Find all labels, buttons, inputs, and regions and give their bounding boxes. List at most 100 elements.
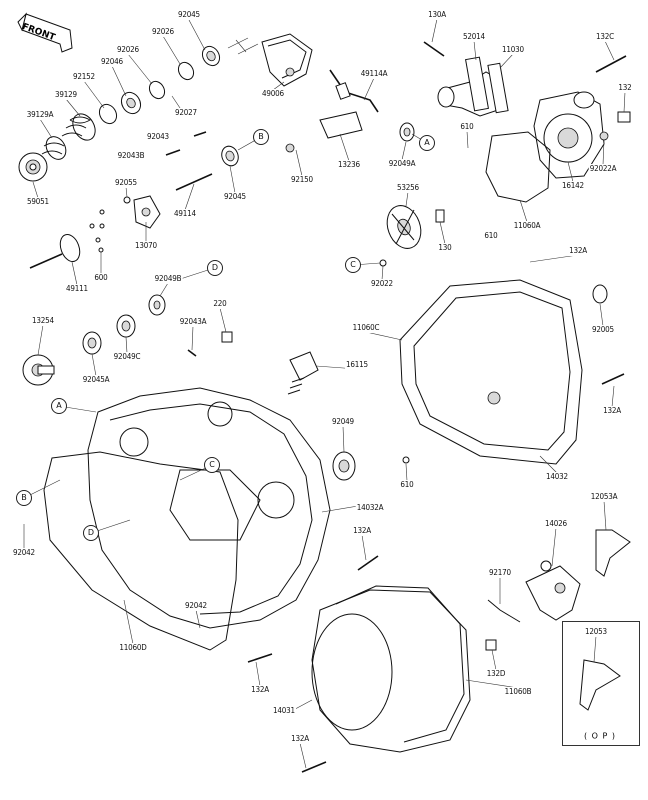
part-label-p600[interactable]: 600 xyxy=(93,273,109,283)
bolt-132A-c xyxy=(357,555,379,571)
pump-elbow-52014 xyxy=(423,41,509,117)
part-label-p49114A[interactable]: 49114A xyxy=(359,69,389,79)
part-label-p132[interactable]: 132 xyxy=(617,83,633,93)
gasket-11060A xyxy=(485,131,551,203)
part-label-p130A[interactable]: 130A xyxy=(427,10,447,20)
part-label-p14031[interactable]: 14031 xyxy=(272,706,296,716)
part-label-p92005[interactable]: 92005 xyxy=(591,325,615,335)
part-label-p14026[interactable]: 14026 xyxy=(544,519,568,529)
bracket-12053A xyxy=(595,529,631,577)
part-label-p39129[interactable]: 39129 xyxy=(54,90,78,100)
part-label-p49006[interactable]: 49006 xyxy=(261,89,285,99)
part-label-p92170[interactable]: 92170 xyxy=(488,568,512,578)
seal-92005 xyxy=(592,284,608,304)
part-label-p13236[interactable]: 13236 xyxy=(337,160,361,170)
gasket-11060B xyxy=(335,585,465,743)
part-label-p132D[interactable]: 132D xyxy=(485,669,507,679)
part-label-p92045[interactable]: 92045 xyxy=(177,10,201,20)
part-label-p11030[interactable]: 11030 xyxy=(501,45,525,55)
part-label-p59051[interactable]: 59051 xyxy=(26,197,50,207)
bolt-132D xyxy=(485,639,497,651)
clutch-cover-14032A xyxy=(87,387,331,629)
part-label-p53256[interactable]: 53256 xyxy=(396,183,420,193)
bearing-92045A xyxy=(82,331,102,355)
part-label-p13254[interactable]: 13254 xyxy=(31,316,55,326)
part-label-p14032A[interactable]: 14032A xyxy=(355,503,385,513)
part-label-p11060A[interactable]: 11060A xyxy=(512,221,542,231)
seal-92049A xyxy=(399,122,415,142)
part-label-p92042a[interactable]: 92042 xyxy=(12,548,36,558)
ref-marker-rC1: C xyxy=(345,257,361,273)
part-label-p92043A[interactable]: 92043A xyxy=(178,317,208,327)
part-label-p92027[interactable]: 92027 xyxy=(174,108,198,118)
bolt-220 xyxy=(221,331,233,343)
ref-marker-rB1: B xyxy=(253,129,269,145)
part-label-p92046[interactable]: 92046 xyxy=(100,57,124,67)
pump-gear-stack xyxy=(18,37,259,182)
part-label-p92049A[interactable]: 92049A xyxy=(387,159,417,169)
part-label-p132C[interactable]: 132C xyxy=(595,32,615,42)
part-label-p52014[interactable]: 52014 xyxy=(462,32,486,42)
part-label-p16142[interactable]: 16142 xyxy=(561,181,585,191)
part-label-p14032[interactable]: 14032 xyxy=(545,472,569,482)
part-label-p16115[interactable]: 16115 xyxy=(345,360,369,370)
pin-92043B xyxy=(165,149,181,156)
part-label-p92152[interactable]: 92152 xyxy=(72,72,96,82)
shaft-49114 xyxy=(175,173,213,191)
part-label-p12053A[interactable]: 12053A xyxy=(589,492,619,502)
part-label-p132Ad[interactable]: 132A xyxy=(250,685,270,695)
part-label-p39129A[interactable]: 39129A xyxy=(25,110,55,120)
part-label-p49114[interactable]: 49114 xyxy=(173,209,197,219)
spring-92170 xyxy=(487,599,521,623)
part-label-p12053[interactable]: 12053 xyxy=(584,627,608,637)
part-label-p92026b[interactable]: 92026 xyxy=(116,45,140,55)
bearing-92049C xyxy=(116,314,136,338)
impeller-53256 xyxy=(386,205,422,249)
spindle-49111 xyxy=(29,209,105,269)
part-label-p92043[interactable]: 92043 xyxy=(146,132,170,142)
part-label-p92022[interactable]: 92022 xyxy=(370,279,394,289)
part-label-p92045b[interactable]: 92045 xyxy=(223,192,247,202)
part-label-p11060D[interactable]: 11060D xyxy=(118,643,148,653)
pin-92043A xyxy=(187,349,197,357)
part-label-p92150[interactable]: 92150 xyxy=(290,175,314,185)
part-label-p13070[interactable]: 13070 xyxy=(134,241,158,251)
part-label-p610c[interactable]: 610 xyxy=(399,480,415,490)
gasket-11060D xyxy=(43,451,239,651)
option-label: ( O P ) xyxy=(584,731,616,741)
lever-14026 xyxy=(525,560,581,621)
part-label-p92049[interactable]: 92049 xyxy=(331,417,355,427)
part-label-p92026a[interactable]: 92026 xyxy=(151,27,175,37)
part-label-p130[interactable]: 130 xyxy=(437,243,453,253)
dowel-610c xyxy=(402,456,410,464)
part-label-p92045A[interactable]: 92045A xyxy=(81,375,111,385)
oil-filler-cap-16115 xyxy=(287,351,319,395)
ref-marker-rC2: C xyxy=(204,457,220,473)
part-label-p610b[interactable]: 610 xyxy=(483,231,499,241)
seal-92049 xyxy=(332,451,356,481)
part-label-p132Ab[interactable]: 132A xyxy=(602,406,622,416)
part-label-p92049B[interactable]: 92049B xyxy=(153,274,183,284)
part-label-p49111[interactable]: 49111 xyxy=(65,284,89,294)
part-label-p92042b[interactable]: 92042 xyxy=(184,601,208,611)
bolt-132A-e xyxy=(301,761,327,773)
pin-92043 xyxy=(193,131,207,137)
gear-13070 xyxy=(123,195,161,229)
part-label-p610a[interactable]: 610 xyxy=(459,122,475,132)
part-label-p92043B[interactable]: 92043B xyxy=(116,151,146,161)
ref-marker-rA2: A xyxy=(51,398,67,414)
part-label-p11060B[interactable]: 11060B xyxy=(503,687,533,697)
part-label-p132Ae[interactable]: 132A xyxy=(290,734,310,744)
option-inset-box xyxy=(562,621,640,746)
part-label-p11060C[interactable]: 11060C xyxy=(351,323,381,333)
part-label-p92055[interactable]: 92055 xyxy=(114,178,138,188)
part-label-p92022A[interactable]: 92022A xyxy=(588,164,618,174)
part-label-p132Ac[interactable]: 132A xyxy=(352,526,372,536)
part-label-p132A[interactable]: 132A xyxy=(568,246,588,256)
shaft-49114A xyxy=(285,69,379,153)
ref-marker-rA1: A xyxy=(419,135,435,151)
part-label-p220[interactable]: 220 xyxy=(212,299,228,309)
part-label-p92049C[interactable]: 92049C xyxy=(112,352,142,362)
